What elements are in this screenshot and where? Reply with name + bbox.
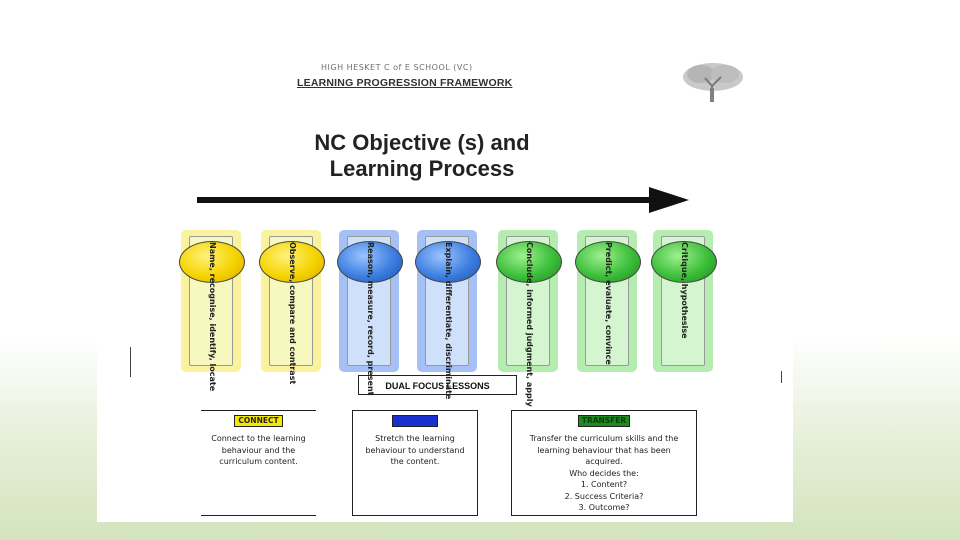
school-name: HIGH HESKET C of E SCHOOL (VC) xyxy=(321,63,473,72)
main-title-line2: Learning Process xyxy=(329,156,515,181)
process-column-2: Observe, compare and contrast xyxy=(259,230,325,385)
column-label: Predict, evaluate, convince xyxy=(604,242,613,365)
column-oval xyxy=(651,241,717,283)
process-column-3: Reason, measure, record, present xyxy=(337,230,403,396)
stretch-box: STRETCH Stretch the learning behaviour t… xyxy=(352,410,478,516)
column-label: Reason, measure, record, present xyxy=(366,242,375,396)
framework-document: HIGH HESKET C of E SCHOOL (VC) LEARNING … xyxy=(97,62,793,522)
column-label: Observe, compare and contrast xyxy=(288,242,297,385)
column-label: Critique, hypothesise xyxy=(680,242,689,339)
transfer-heading: TRANSFER xyxy=(577,415,631,427)
process-column-6: Predict, evaluate, convince xyxy=(575,230,641,372)
transfer-text: Transfer the curriculum skills and the l… xyxy=(529,434,679,512)
main-title: NC Objective (s) and Learning Process xyxy=(247,130,597,182)
process-column-5: Conclude, informed judgment, apply xyxy=(496,230,562,407)
tree-logo-icon xyxy=(683,63,743,103)
column-oval xyxy=(259,241,325,283)
process-column-1: Name, recognise, identify, locate xyxy=(179,230,245,392)
connect-box: CONNECT Connect to the learning behaviou… xyxy=(201,410,316,516)
process-column-4: Explain, differentiate, discriminate xyxy=(415,230,481,400)
stretch-heading: STRETCH xyxy=(391,415,439,427)
column-oval xyxy=(415,241,481,283)
main-title-line1: NC Objective (s) and xyxy=(314,130,530,155)
divider-right xyxy=(781,371,782,383)
column-oval xyxy=(496,241,562,283)
process-column-7: Critique, hypothesise xyxy=(651,230,717,372)
column-label: Explain, differentiate, discriminate xyxy=(444,242,453,400)
column-oval xyxy=(337,241,403,283)
connect-heading: CONNECT xyxy=(234,415,283,427)
transfer-box: TRANSFER Transfer the curriculum skills … xyxy=(511,410,697,516)
dual-focus-lessons-label: DUAL FOCUS LESSONS xyxy=(358,375,517,395)
framework-title: LEARNING PROGRESSION FRAMEWORK xyxy=(297,77,513,89)
progression-arrow-icon xyxy=(197,187,689,213)
column-label: Conclude, informed judgment, apply xyxy=(525,242,534,407)
connect-text: Connect to the learning behaviour and th… xyxy=(211,434,306,466)
column-label: Name, recognise, identify, locate xyxy=(208,242,217,392)
stretch-text: Stretch the learning behaviour to unders… xyxy=(365,434,465,466)
divider-left xyxy=(130,347,131,377)
column-oval xyxy=(575,241,641,283)
column-oval xyxy=(179,241,245,283)
